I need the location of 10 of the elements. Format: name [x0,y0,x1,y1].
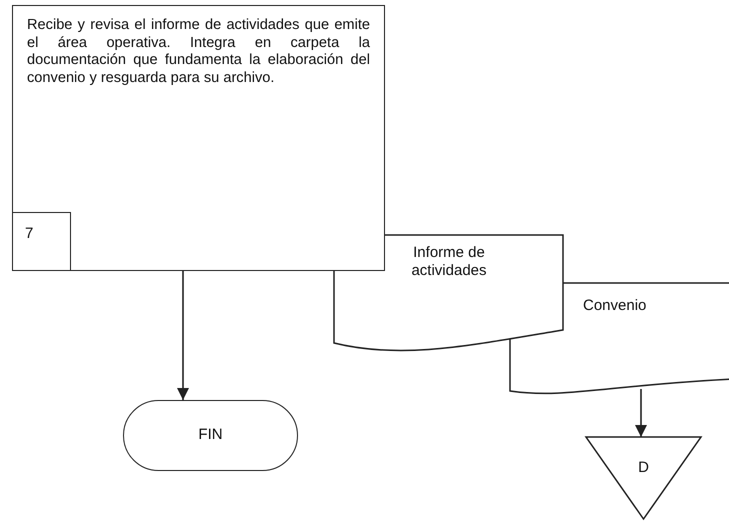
triangle-label: D [637,459,650,476]
step-number [13,212,71,270]
step-number-text: 7 [25,225,34,242]
terminator-label: FIN [197,426,224,444]
step-description: Recibe y revisa el informe de actividades que emite el área operativa. Integra en carpeta la documentación que fundamenta la elaboración del convenio y resguarda para su archivo. [27,17,370,87]
arrow [177,271,189,400]
arrow [635,389,647,437]
document-label: Informe de actividades [410,244,488,279]
document-label: Convenio [583,297,648,314]
process-box [12,5,385,271]
